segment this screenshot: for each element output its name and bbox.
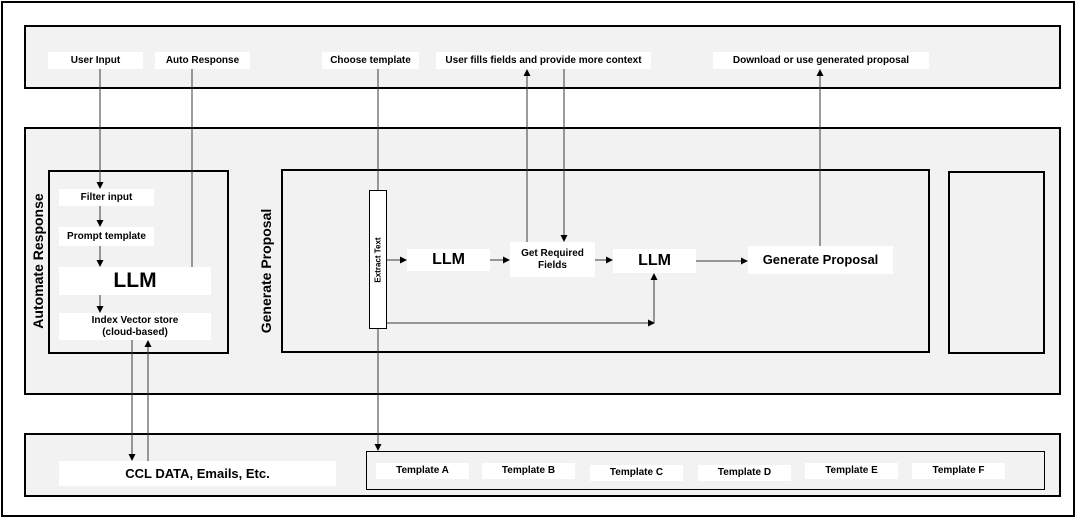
proposal-llm-1-box: LLM bbox=[407, 249, 490, 271]
template-a-box: Template A bbox=[376, 463, 469, 479]
proposal-llm-2-box: LLM bbox=[613, 249, 696, 273]
template-b-box: Template B bbox=[482, 463, 575, 479]
ccl-data-box: CCL DATA, Emails, Etc. bbox=[59, 461, 336, 486]
download-proposal-box: Download or use generated proposal bbox=[713, 52, 929, 69]
get-required-fields-sublabel: Fields bbox=[538, 259, 567, 271]
generate-proposal-box: Generate Proposal bbox=[748, 246, 893, 274]
index-vector-store-box: Index Vector store (cloud-based) bbox=[59, 313, 211, 340]
index-vector-store-sublabel: (cloud-based) bbox=[102, 326, 168, 338]
automate-response-title: Automate Response bbox=[30, 193, 46, 329]
user-fills-fields-box: User fills fields and provide more conte… bbox=[436, 52, 651, 69]
generate-proposal-title: Generate Proposal bbox=[258, 208, 274, 334]
index-vector-store-label: Index Vector store bbox=[91, 314, 179, 326]
user-input-box: User Input bbox=[48, 52, 143, 69]
choose-template-box: Choose template bbox=[322, 52, 419, 69]
empty-panel bbox=[948, 171, 1045, 354]
get-required-fields-label: Get Required bbox=[521, 247, 584, 259]
prompt-template-box: Prompt template bbox=[59, 227, 154, 246]
template-c-box: Template C bbox=[590, 465, 683, 481]
extract-text-label: Extract Text bbox=[373, 236, 383, 283]
template-d-box: Template D bbox=[698, 465, 791, 481]
automate-llm-box: LLM bbox=[59, 267, 211, 295]
get-required-fields-box: Get Required Fields bbox=[510, 242, 595, 277]
template-f-box: Template F bbox=[912, 463, 1005, 479]
extract-text-box: Extract Text bbox=[369, 190, 387, 329]
filter-input-box: Filter input bbox=[59, 189, 154, 206]
template-e-box: Template E bbox=[805, 463, 898, 479]
auto-response-box: Auto Response bbox=[155, 52, 250, 69]
